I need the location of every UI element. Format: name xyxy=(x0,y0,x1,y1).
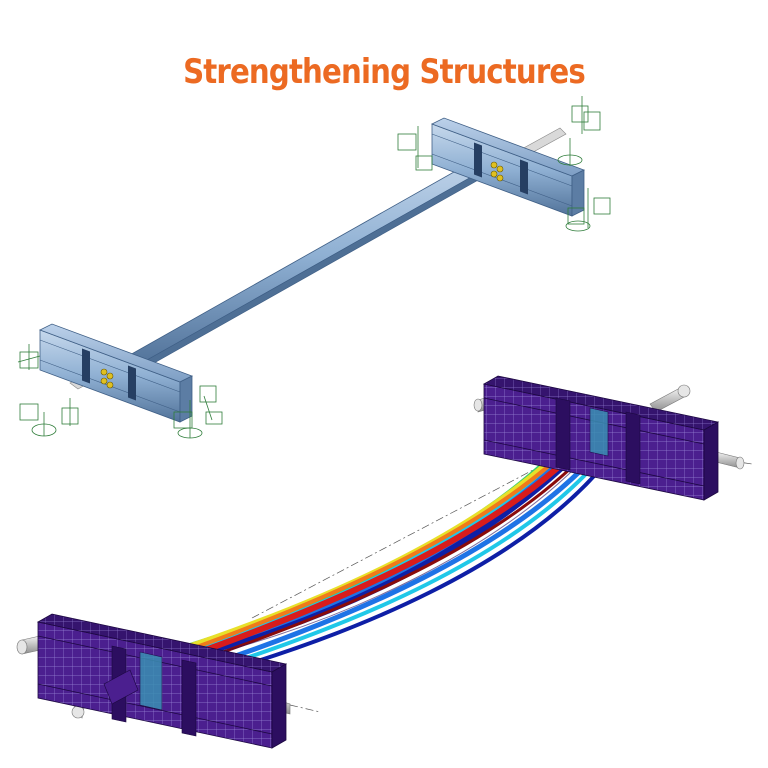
support-symbol xyxy=(571,96,601,134)
upper-left-crossbeam xyxy=(38,323,194,423)
support-symbol xyxy=(199,385,223,425)
upper-supports xyxy=(17,96,611,439)
support-symbol xyxy=(19,403,57,437)
lower-model xyxy=(16,375,753,749)
upper-long-beam xyxy=(127,145,513,372)
support-symbol xyxy=(557,138,583,166)
support-symbol xyxy=(17,344,41,370)
support-symbol xyxy=(565,220,591,232)
support-symbol xyxy=(397,126,433,171)
page-title: Strengthening Structures xyxy=(183,52,586,92)
support-symbol xyxy=(173,400,203,439)
lower-left-crossbeam xyxy=(36,613,288,749)
support-symbol xyxy=(61,398,79,426)
upper-right-crossbeam xyxy=(430,117,586,217)
deformed-beam xyxy=(166,415,610,674)
lower-right-crossbeam xyxy=(482,375,720,501)
upper-model xyxy=(17,96,611,439)
support-symbol xyxy=(567,188,611,228)
